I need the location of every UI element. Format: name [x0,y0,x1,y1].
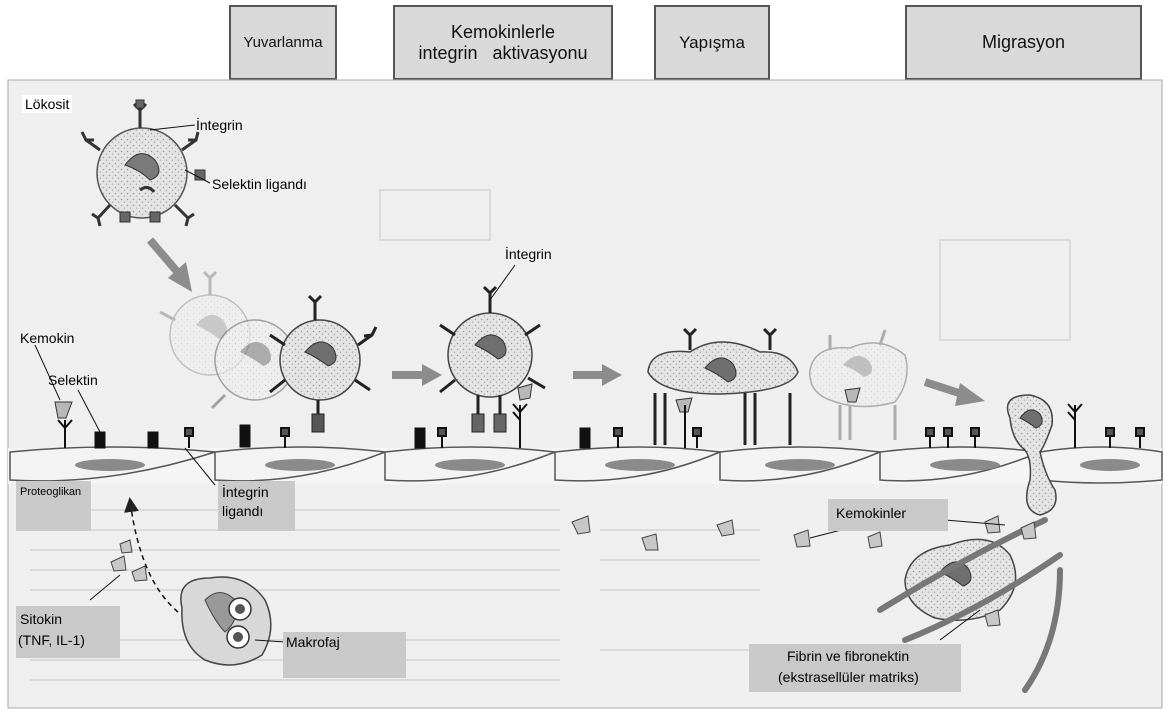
endothelium [8,447,1162,484]
label-selectin: Selektin [48,372,98,388]
label-cytokine-line2: (TNF, IL-1) [18,632,85,648]
label-integrin-ligand-line1: İntegrin [222,484,269,500]
label-leukocyte: Lökosit [22,95,72,113]
label-fibrin-line2: (ekstrasellüler matriks) [778,669,919,685]
label-chemokine: Kemokin [20,330,74,346]
label-cytokine-line1: Sitokin [20,611,62,627]
label-selectin-ligand: Selektin ligandı [212,176,307,192]
label-proteoglycan: Proteoglikan [20,486,81,499]
label-integrin-top: İntegrin [196,117,243,133]
label-integrin-ligand-line2: ligandı [222,503,263,519]
label-integrin-mid: İntegrin [505,246,552,262]
label-macrophage: Makrofaj [286,634,340,650]
macrophage [181,577,271,665]
label-fibrin-line1: Fibrin ve fibronektin [787,648,909,664]
label-chemokines: Kemokinler [836,505,906,521]
